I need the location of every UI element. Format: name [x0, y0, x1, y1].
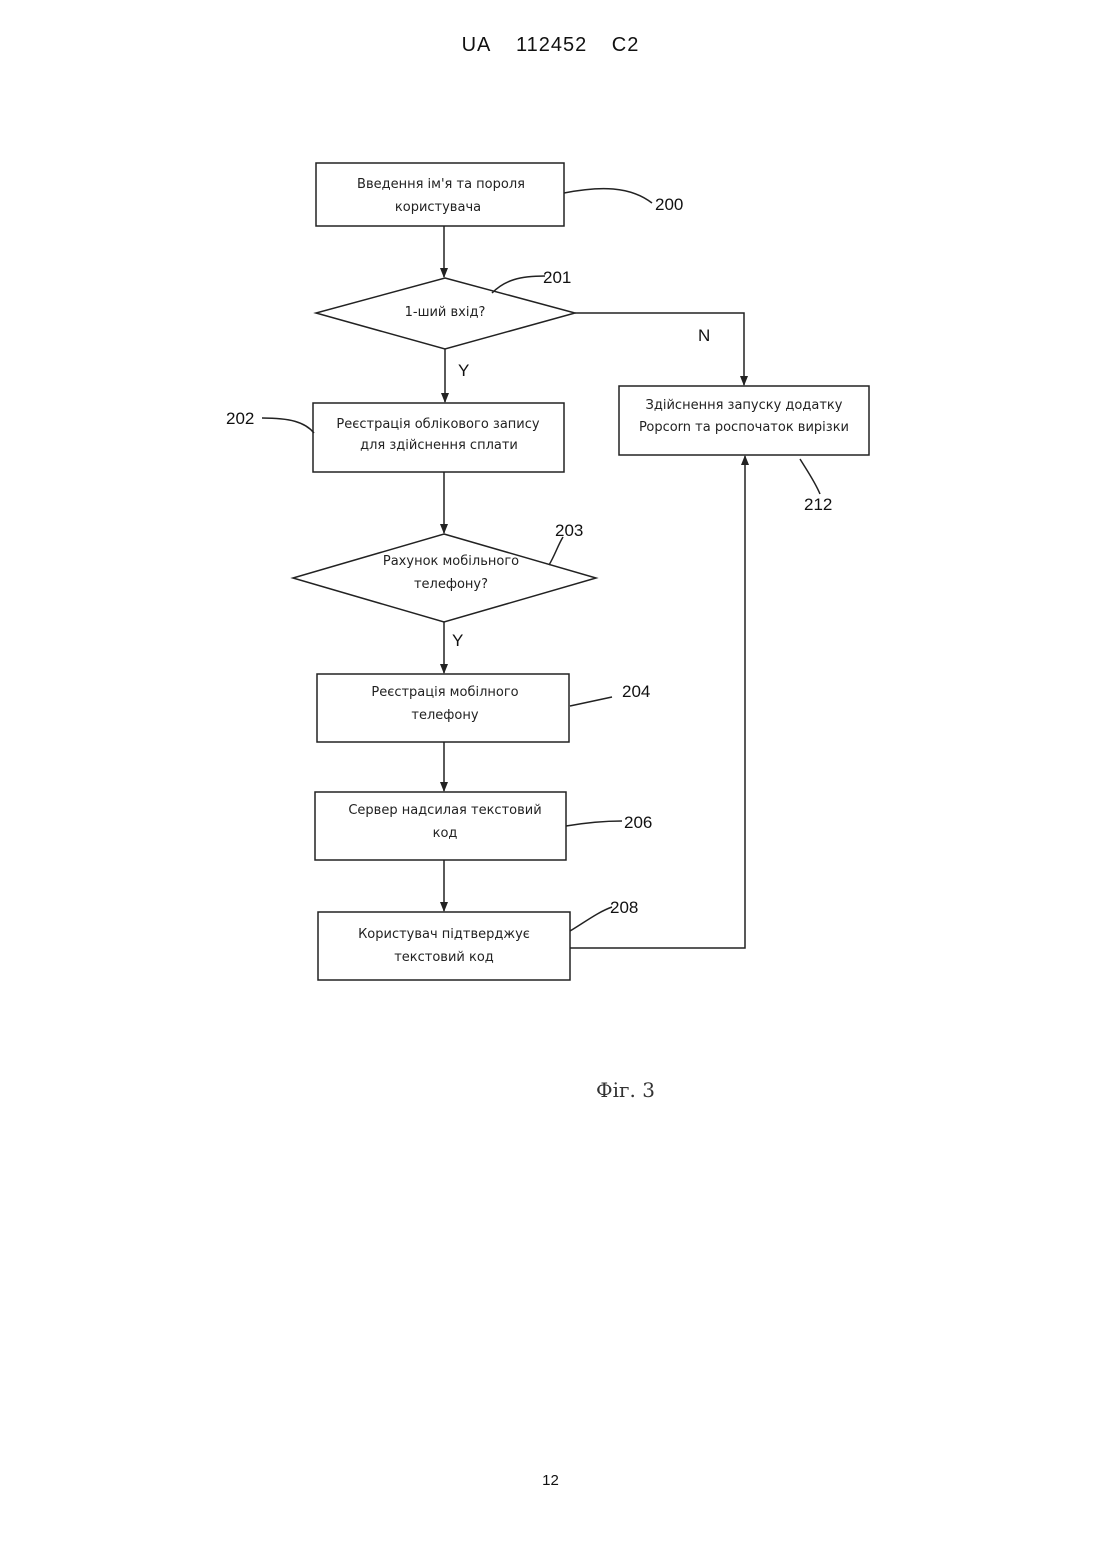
ref-203: 203	[555, 521, 583, 540]
leader-202	[262, 418, 314, 433]
decision-203-text-1: Рахунок мобільного	[383, 554, 519, 569]
leader-201	[492, 276, 545, 293]
arrow-201-212	[575, 313, 744, 385]
page-number: 12	[0, 1472, 1101, 1489]
ref-202: 202	[226, 409, 254, 428]
leader-200	[564, 189, 652, 203]
box-208	[318, 912, 570, 980]
ref-200: 200	[655, 195, 683, 214]
box-208-text-1: Користувач підтверджує	[358, 927, 530, 942]
box-206-text-1: Сервер надсилая текстовий	[348, 803, 541, 818]
ref-206: 206	[624, 813, 652, 832]
decision-201-text: 1-ший вхід?	[405, 305, 486, 320]
box-200	[316, 163, 564, 226]
leader-206	[566, 821, 622, 826]
arrow-208-212	[570, 456, 745, 948]
leader-208	[570, 907, 612, 931]
box-204-text-1: Реєстрація мобілного	[371, 685, 518, 700]
label-yes-201: Y	[458, 361, 469, 380]
box-212-text-2: Popcorn та роспочаток вирізки	[639, 420, 849, 435]
box-202-text-2: для здійснення сплати	[360, 438, 518, 453]
ref-201: 201	[543, 268, 571, 287]
leader-204	[570, 697, 612, 706]
leader-203	[549, 537, 563, 565]
box-204-text-2: телефону	[411, 708, 478, 723]
box-200-text-2: користувача	[395, 200, 481, 215]
box-202-text-1: Реєстрація облікового запису	[336, 417, 540, 432]
ref-204: 204	[622, 682, 650, 701]
leader-212	[800, 459, 820, 494]
label-no-201: N	[698, 326, 710, 345]
box-200-text-1: Введення ім'я та пороля	[357, 177, 525, 192]
decision-203-text-2: телефону?	[414, 577, 488, 592]
figure-caption: Фіг. 3	[0, 1078, 1101, 1102]
ref-212: 212	[804, 495, 832, 514]
box-206-text-2: код	[433, 826, 458, 841]
box-212-text-1: Здійснення запуску додатку	[646, 398, 843, 413]
box-208-text-2: текстовий код	[394, 950, 494, 965]
label-yes-203: Y	[452, 631, 463, 650]
ref-208: 208	[610, 898, 638, 917]
